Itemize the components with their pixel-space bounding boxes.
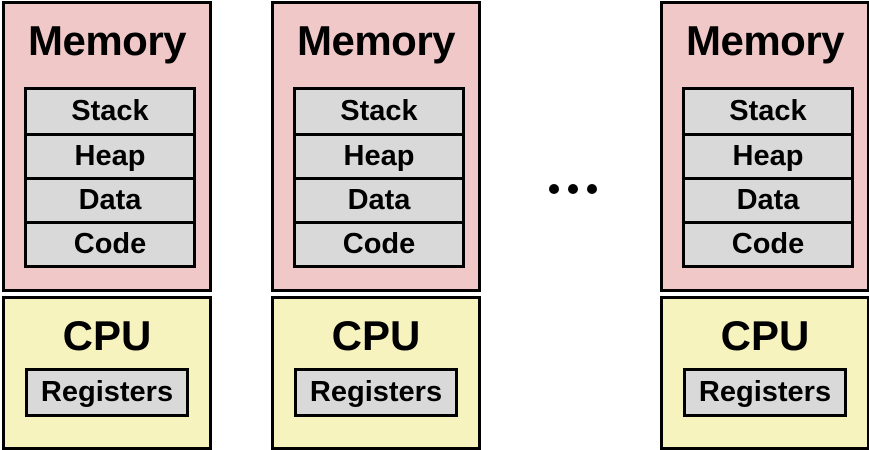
memory-title: Memory — [685, 17, 845, 64]
dot — [568, 184, 578, 194]
memory-box: Memory Stack Heap Data Code — [660, 1, 869, 292]
memory-segments: Stack Heap Data Code — [682, 87, 854, 268]
registers-box: Registers — [294, 368, 458, 417]
process-2: Memory Stack Heap Data Code CPU Register… — [271, 0, 481, 450]
memory-segments: Stack Heap Data Code — [293, 87, 465, 268]
segment-code: Code — [685, 224, 851, 265]
cpu-title: CPU — [720, 312, 810, 359]
memory-title: Memory — [27, 17, 187, 64]
segment-stack: Stack — [685, 90, 851, 136]
cpu-title: CPU — [331, 312, 421, 359]
segment-stack: Stack — [296, 90, 462, 136]
segment-code: Code — [296, 224, 462, 265]
segment-code: Code — [27, 224, 193, 265]
memory-title: Memory — [296, 17, 456, 64]
memory-box: Memory Stack Heap Data Code — [2, 1, 212, 292]
process-1: Memory Stack Heap Data Code CPU Register… — [2, 0, 212, 450]
segment-heap: Heap — [685, 136, 851, 180]
memory-box: Memory Stack Heap Data Code — [271, 1, 481, 292]
registers-box: Registers — [683, 368, 847, 417]
dot — [549, 184, 559, 194]
segment-heap: Heap — [296, 136, 462, 180]
cpu-box: CPU Registers — [660, 296, 869, 450]
cpu-box: CPU Registers — [271, 296, 481, 450]
segment-data: Data — [685, 180, 851, 224]
memory-segments: Stack Heap Data Code — [24, 87, 196, 268]
ellipsis-icon — [549, 174, 597, 204]
segment-data: Data — [296, 180, 462, 224]
dot — [587, 184, 597, 194]
segment-heap: Heap — [27, 136, 193, 180]
segment-data: Data — [27, 180, 193, 224]
cpu-box: CPU Registers — [2, 296, 212, 450]
cpu-title: CPU — [62, 312, 152, 359]
registers-box: Registers — [25, 368, 189, 417]
segment-stack: Stack — [27, 90, 193, 136]
process-3: Memory Stack Heap Data Code CPU Register… — [660, 0, 869, 450]
